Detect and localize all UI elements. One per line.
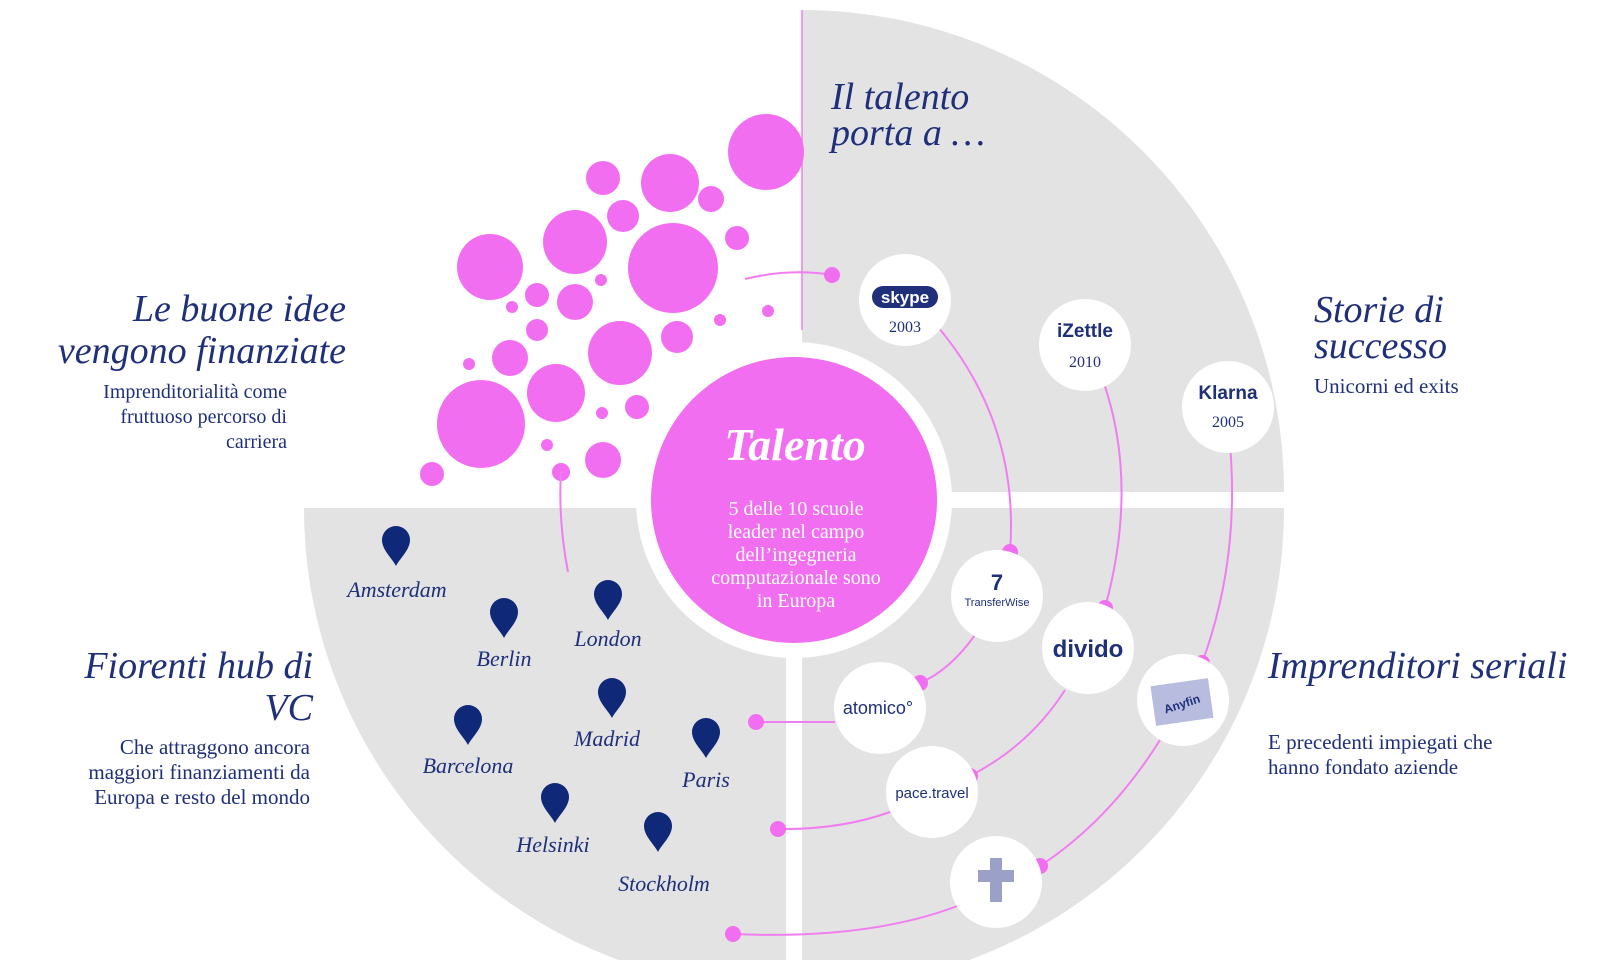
svg-text:Amsterdam: Amsterdam xyxy=(345,577,446,602)
svg-text:VC: VC xyxy=(264,687,313,729)
location-pin-icon xyxy=(692,718,720,758)
idea-bubbles xyxy=(420,114,804,486)
svg-text:porta a …: porta a … xyxy=(828,112,985,154)
quadrant-top-right xyxy=(802,10,1284,492)
quadrant-bottom-right xyxy=(802,508,1284,960)
svg-text:Stockholm: Stockholm xyxy=(618,871,710,896)
svg-text:7: 7 xyxy=(991,570,1003,595)
svg-text:maggiori finanziamenti da: maggiori finanziamenti da xyxy=(88,760,310,784)
company-atomico: atomico° xyxy=(834,662,926,754)
svg-text:Europa e resto del mondo: Europa e resto del mondo xyxy=(94,785,310,809)
heading-vc-hubs: Fiorenti hub di VC Che attraggono ancora… xyxy=(83,645,313,809)
svg-text:TransferWise: TransferWise xyxy=(965,597,1030,609)
svg-text:successo: successo xyxy=(1314,325,1447,367)
center-title: Talento xyxy=(724,419,865,470)
svg-text:Le buone idee: Le buone idee xyxy=(132,288,346,330)
svg-text:fruttuoso percorso di: fruttuoso percorso di xyxy=(120,406,287,428)
svg-text:E precedenti impiegati che: E precedenti impiegati che xyxy=(1268,730,1492,754)
center-subtitle: 5 delle 10 scuole leader nel campo dell’… xyxy=(711,498,880,612)
company-klarna: Klarna 2005 xyxy=(1182,361,1274,453)
heading-good-ideas: Le buone idee vengono finanziate Imprend… xyxy=(58,288,346,453)
quadrant-bottom-left xyxy=(304,508,786,960)
svg-text:pace.travel: pace.travel xyxy=(895,785,968,802)
location-pin-icon xyxy=(490,598,518,638)
location-pin-icon xyxy=(382,526,410,566)
svg-text:2003: 2003 xyxy=(889,319,921,336)
svg-text:Unicorni ed exits: Unicorni ed exits xyxy=(1314,374,1459,398)
svg-text:2010: 2010 xyxy=(1069,354,1101,371)
location-pin-icon xyxy=(594,580,622,620)
company-transferwise: 7 TransferWise xyxy=(951,550,1043,642)
heading-talent-leads: Il talento porta a … xyxy=(828,76,985,154)
svg-text:Paris: Paris xyxy=(681,767,730,792)
svg-text:Madrid: Madrid xyxy=(573,726,641,751)
svg-text:Helsinki: Helsinki xyxy=(515,832,589,857)
svg-text:5 delle 10 scuole: 5 delle 10 scuole xyxy=(729,498,864,520)
company-izettle: iZettle 2010 xyxy=(1039,299,1131,391)
svg-text:Imprenditori seriali: Imprenditori seriali xyxy=(1267,645,1567,687)
city-pins-list xyxy=(382,526,720,852)
cross-logo-icon xyxy=(978,858,1014,902)
svg-text:Il talento: Il talento xyxy=(830,76,969,118)
location-pin-icon xyxy=(454,705,482,745)
svg-text:leader nel campo: leader nel campo xyxy=(728,521,865,543)
svg-text:Che attraggono ancora: Che attraggono ancora xyxy=(120,735,311,759)
heading-serial-entrepreneurs: Imprenditori seriali E precedenti impieg… xyxy=(1267,645,1567,779)
svg-text:Klarna: Klarna xyxy=(1198,383,1258,404)
svg-text:atomico°: atomico° xyxy=(843,698,913,718)
svg-text:London: London xyxy=(573,626,641,651)
svg-text:Fiorenti hub di: Fiorenti hub di xyxy=(83,645,313,687)
company-divido: divido xyxy=(1042,602,1134,694)
svg-text:hanno fondato aziende: hanno fondato aziende xyxy=(1268,755,1458,779)
svg-text:Storie di: Storie di xyxy=(1314,289,1444,331)
svg-text:skype: skype xyxy=(881,288,929,307)
svg-text:vengono finanziate: vengono finanziate xyxy=(58,330,346,372)
company-anyfin: Anyfin xyxy=(1137,654,1229,746)
city-labels: Amsterdam Berlin London Barcelona Madrid… xyxy=(345,577,730,896)
svg-text:dell’ingegneria: dell’ingegneria xyxy=(735,544,856,566)
svg-text:Barcelona: Barcelona xyxy=(423,753,514,778)
company-cross-logo xyxy=(950,836,1042,928)
svg-text:divido: divido xyxy=(1053,636,1124,663)
svg-text:carriera: carriera xyxy=(226,431,287,453)
svg-text:Imprenditorialità come: Imprenditorialità come xyxy=(103,381,287,403)
connector-lines xyxy=(559,271,1234,936)
heading-success-stories: Storie di successo Unicorni ed exits xyxy=(1314,289,1459,398)
location-pin-icon xyxy=(644,812,672,852)
company-skype: skype 2003 xyxy=(859,254,951,346)
svg-text:2005: 2005 xyxy=(1212,414,1244,431)
svg-text:iZettle: iZettle xyxy=(1057,321,1113,342)
location-pin-icon xyxy=(541,783,569,823)
location-pin-icon xyxy=(598,678,626,718)
svg-text:computazionale sono: computazionale sono xyxy=(711,567,880,589)
svg-text:Berlin: Berlin xyxy=(477,646,532,671)
company-pace-travel: pace.travel xyxy=(886,746,978,838)
center-circle xyxy=(651,357,937,643)
svg-text:in Europa: in Europa xyxy=(757,590,835,612)
